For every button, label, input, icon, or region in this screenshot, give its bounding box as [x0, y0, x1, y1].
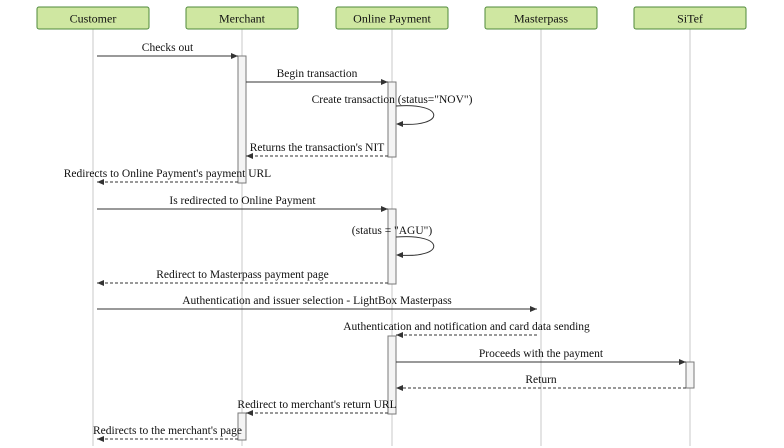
participant-customer: Customer [36, 6, 150, 30]
message: Return [396, 374, 686, 391]
participant-label: Merchant [219, 12, 266, 26]
message-label: Proceeds with the payment [479, 348, 604, 360]
arrowhead [679, 359, 686, 365]
participant-online-payment: Online Payment [335, 6, 449, 30]
self-message-loop [395, 105, 435, 125]
activation-bar [387, 81, 397, 158]
participant-label: Masterpass [514, 12, 568, 26]
message-label: Redirects to the merchant's page [93, 425, 242, 437]
message-label: Redirect to merchant's return URL [237, 399, 396, 411]
participant-box [335, 6, 449, 30]
arrowhead [381, 206, 388, 212]
message: Returns the transaction's NIT [246, 142, 388, 159]
participant-label: SiTef [677, 12, 703, 26]
arrowhead [97, 179, 104, 185]
message-label: Is redirected to Online Payment [169, 195, 316, 207]
arrowhead [246, 153, 253, 159]
activations [237, 55, 695, 441]
participant-sitef: SiTef [633, 6, 747, 30]
message: Authentication and notification and card… [343, 321, 590, 338]
message: Checks out [97, 42, 238, 59]
arrowhead [396, 121, 403, 127]
message-label: (status = "AGU") [352, 225, 433, 237]
participant-box [185, 6, 299, 30]
participant-box [36, 6, 150, 30]
message-label: Redirects to Online Payment's payment UR… [64, 168, 271, 180]
message-label: Checks out [142, 42, 194, 54]
self-message-loop [395, 236, 435, 256]
message-label: Redirect to Masterpass payment page [156, 269, 328, 281]
participant-masterpass: Masterpass [484, 6, 598, 30]
arrowhead [396, 332, 403, 338]
arrowhead [396, 252, 403, 258]
arrowhead [396, 385, 403, 391]
message: Redirect to Masterpass payment page [97, 269, 388, 286]
activation-bar [237, 55, 247, 184]
message: Is redirected to Online Payment [97, 195, 388, 212]
arrowhead [97, 436, 104, 442]
activation-bar [387, 208, 397, 285]
arrowhead [97, 280, 104, 286]
message-label: Authentication and notification and card… [343, 321, 590, 333]
message: Redirects to Online Payment's payment UR… [64, 168, 271, 185]
arrowhead [381, 79, 388, 85]
message: Authentication and issuer selection - Li… [97, 295, 537, 312]
participant-box [633, 6, 747, 30]
participants: Customer Merchant Online Payment Masterpass… [36, 6, 747, 30]
participant-merchant: Merchant [185, 6, 299, 30]
message-label: Return [525, 374, 557, 386]
participant-label: Customer [70, 12, 117, 26]
participant-label: Online Payment [353, 12, 431, 26]
message: (status = "AGU") [352, 225, 435, 258]
activation-bar [237, 412, 247, 441]
message: Begin transaction [246, 68, 388, 85]
message-label: Returns the transaction's NIT [250, 142, 385, 154]
message-label: Authentication and issuer selection - Li… [182, 295, 452, 307]
arrowhead [246, 410, 253, 416]
arrowhead [530, 306, 537, 312]
message-label: Create transaction (status="NOV") [312, 94, 473, 106]
participant-box [484, 6, 598, 30]
message: Redirects to the merchant's page [93, 425, 242, 442]
activation-bar [387, 335, 397, 415]
activation-bar [685, 361, 695, 389]
message: Proceeds with the payment [396, 348, 686, 365]
arrowhead [231, 53, 238, 59]
message: Redirect to merchant's return URL [237, 399, 397, 416]
message-label: Begin transaction [277, 68, 358, 80]
message: Create transaction (status="NOV") [312, 94, 473, 127]
